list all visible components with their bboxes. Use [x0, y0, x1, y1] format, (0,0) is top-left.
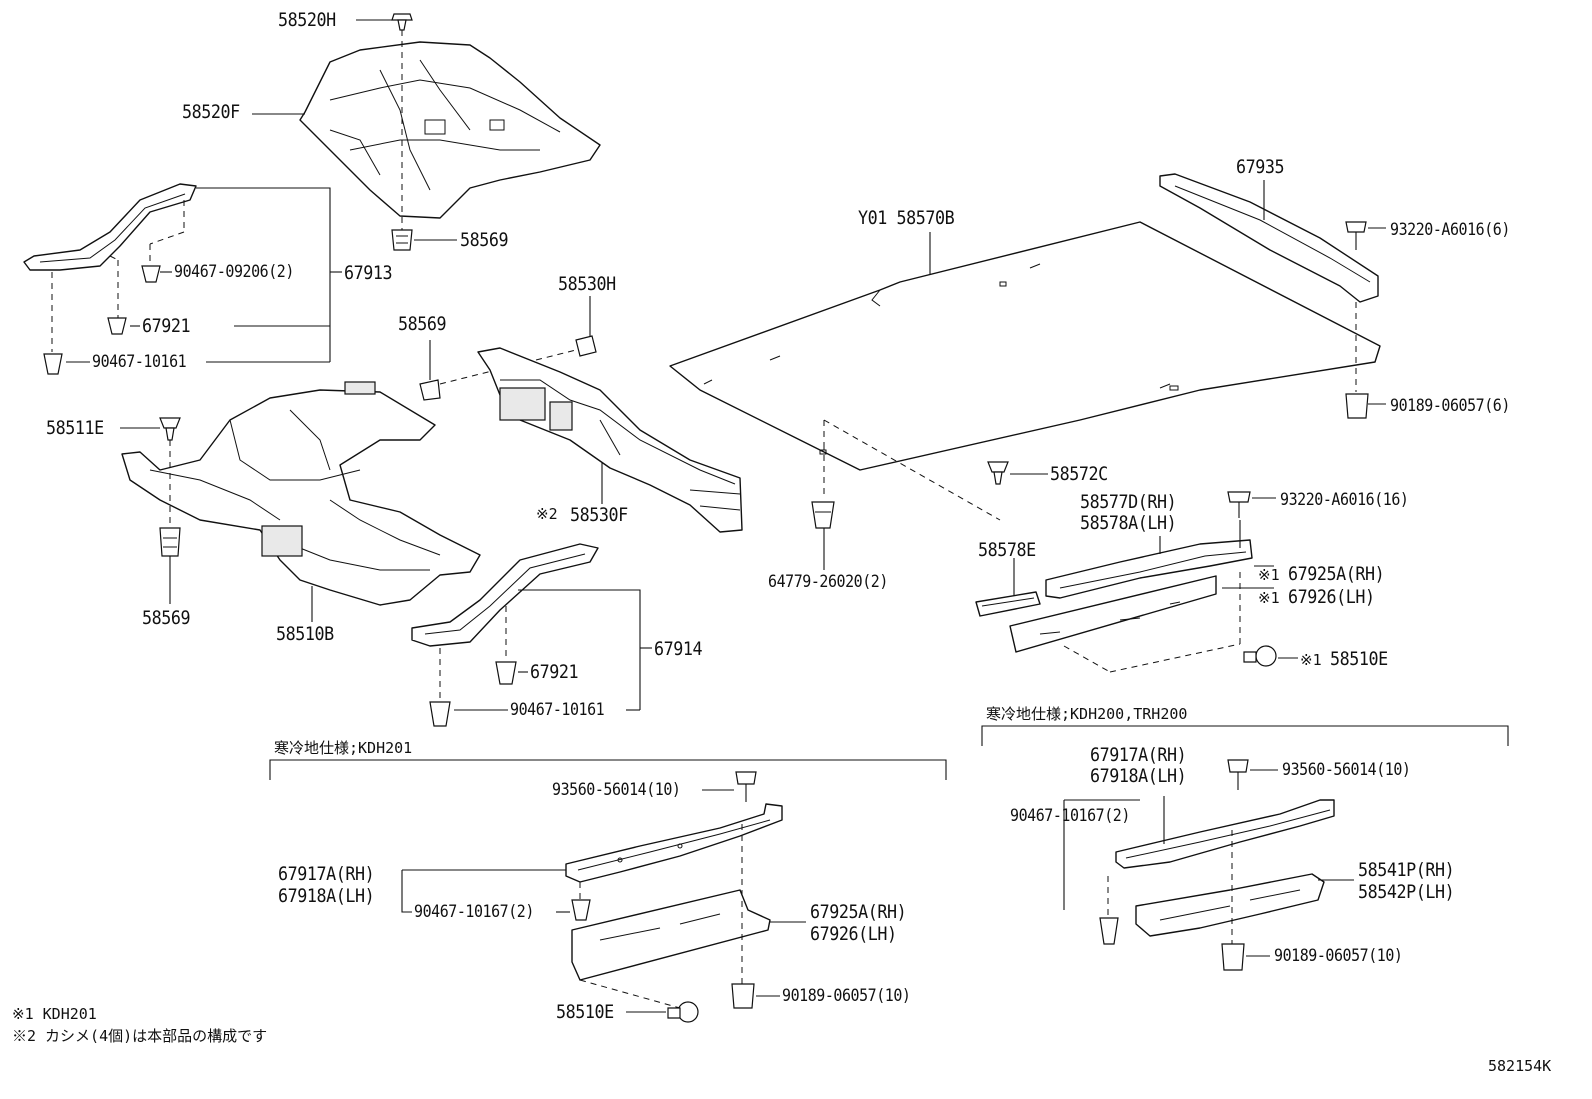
label-58530h: 58530H [558, 273, 616, 295]
label-58578e: 58578E [978, 539, 1036, 561]
label-58510e-right: 58510E [1330, 648, 1388, 670]
screw-93560-right[interactable] [1227, 759, 1249, 790]
label-58520f: 58520F [182, 101, 240, 123]
floor-carpet-58510b[interactable] [121, 381, 481, 606]
label-90467-09206: 90467-09206(2) [174, 262, 294, 282]
label-90189-right: 90189-06057(10) [1274, 946, 1403, 966]
clip-90467-10167-right[interactable] [1099, 917, 1119, 945]
label-58510b: 58510B [276, 623, 334, 645]
label-67925a-center: 67925A(RH) [810, 901, 907, 923]
clip-90467-10167-center[interactable] [571, 899, 591, 921]
label-67921-top: 67921 [142, 315, 191, 337]
label-64779-26020: 64779-26020(2) [768, 572, 888, 592]
rear-floor-mat-58570b[interactable] [669, 221, 1381, 471]
mark-2: ※2 [536, 505, 558, 523]
label-90189-center: 90189-06057(10) [782, 986, 911, 1006]
label-58520h: 58520H [278, 9, 336, 31]
label-67918a-center: 67918A(LH) [278, 885, 375, 907]
screw-93220-a6016-16[interactable] [1227, 491, 1251, 518]
label-67918a-right: 67918A(LH) [1090, 765, 1187, 787]
label-58510e-center: 58510E [556, 1001, 614, 1023]
clip-90467-10161-bottom[interactable] [429, 701, 451, 727]
screw-93560-center[interactable] [735, 771, 757, 802]
bracket-58578e[interactable] [975, 591, 1041, 617]
clip-58530h[interactable] [575, 335, 597, 357]
floor-duct-58530f[interactable] [477, 347, 743, 533]
label-67914: 67914 [654, 638, 703, 660]
label-58541p: 58541P(RH) [1358, 859, 1455, 881]
clip-67921-top[interactable] [107, 317, 127, 335]
label-67925a-right: 67925A(RH) [1288, 563, 1385, 585]
label-93560-right: 93560-56014(10) [1282, 760, 1411, 780]
diagram-id: 582154K [1488, 1057, 1552, 1075]
clip-58572c[interactable] [987, 461, 1009, 485]
label-90467-10161-top: 90467-10161 [92, 352, 187, 372]
footnote-2: ※2 カシメ(4個)は本部品の構成です [12, 1027, 268, 1045]
clip-90467-09206[interactable] [141, 265, 161, 283]
label-67926-center: 67926(LH) [810, 923, 897, 945]
label-90189-06057-6: 90189-06057(6) [1390, 396, 1510, 416]
nut-90189-06057-6[interactable] [1345, 393, 1369, 419]
bracket-67917a-center[interactable] [565, 803, 783, 883]
insulator-67925a-67926[interactable] [1009, 575, 1217, 653]
nut-90189-center[interactable] [731, 983, 755, 1009]
rear-plate-67935[interactable] [1159, 173, 1379, 303]
clip-90467-10161-top[interactable] [43, 353, 63, 375]
label-58572c: 58572C [1050, 463, 1108, 485]
rail-58577d-58578a[interactable] [1045, 539, 1253, 599]
label-93560-center: 93560-56014(10) [552, 780, 681, 800]
bracket-67917a-right[interactable] [1115, 799, 1335, 869]
label-90467-10167-center: 90467-10167(2) [414, 902, 534, 922]
label-90467-10167-right: 90467-10167(2) [1010, 806, 1130, 826]
label-58570b: Y01 58570B [858, 207, 955, 229]
label-90467-10161-bottom: 90467-10161 [510, 700, 605, 720]
label-93220-a6016-6: 93220-A6016(6) [1390, 220, 1510, 240]
nut-90189-right[interactable] [1221, 943, 1245, 971]
clip-58569-mid[interactable] [419, 379, 441, 401]
clip-58520h[interactable] [391, 13, 413, 31]
clip-58511e[interactable] [159, 417, 181, 441]
section-title-center: 寒冷地仕様;KDH201 [274, 739, 413, 757]
clip-58569-left[interactable] [159, 527, 181, 557]
insulator-67925a-center[interactable] [571, 889, 771, 981]
label-58569-top: 58569 [460, 229, 509, 251]
label-58569-left: 58569 [142, 607, 191, 629]
label-67917a-right: 67917A(RH) [1090, 744, 1187, 766]
scuff-plate-67913[interactable] [23, 183, 197, 271]
footnote-1: ※1 KDH201 [12, 1005, 97, 1023]
label-67921-bottom: 67921 [530, 661, 579, 683]
mark-1a: ※1 [1258, 566, 1280, 584]
clip-58569-top[interactable] [391, 229, 413, 251]
label-58542p: 58542P(LH) [1358, 881, 1455, 903]
label-58577d: 58577D(RH) [1080, 491, 1177, 513]
clip-67921-bottom[interactable] [495, 661, 517, 685]
label-67917a-center: 67917A(RH) [278, 863, 375, 885]
clip-64779[interactable] [811, 501, 835, 529]
mark-1c: ※1 [1300, 651, 1322, 669]
grommet-58510e-center[interactable] [667, 1001, 699, 1023]
grommet-58510e-right[interactable] [1243, 645, 1277, 667]
screw-93220-a6016-6[interactable] [1345, 221, 1367, 250]
label-58511e: 58511E [46, 417, 104, 439]
label-58569-mid: 58569 [398, 313, 447, 335]
scuff-plate-67914[interactable] [411, 543, 599, 647]
insulator-58541p-58542p[interactable] [1135, 873, 1325, 937]
label-67913: 67913 [344, 262, 393, 284]
label-58578a: 58578A(LH) [1080, 512, 1177, 534]
floor-carpet-58520f[interactable] [299, 41, 601, 219]
label-93220-a6016-16: 93220-A6016(16) [1280, 490, 1409, 510]
label-67935: 67935 [1236, 156, 1285, 178]
mark-1b: ※1 [1258, 589, 1280, 607]
label-58530f: 58530F [570, 504, 628, 526]
section-title-right: 寒冷地仕様;KDH200,TRH200 [986, 705, 1188, 723]
label-67926-right: 67926(LH) [1288, 586, 1375, 608]
